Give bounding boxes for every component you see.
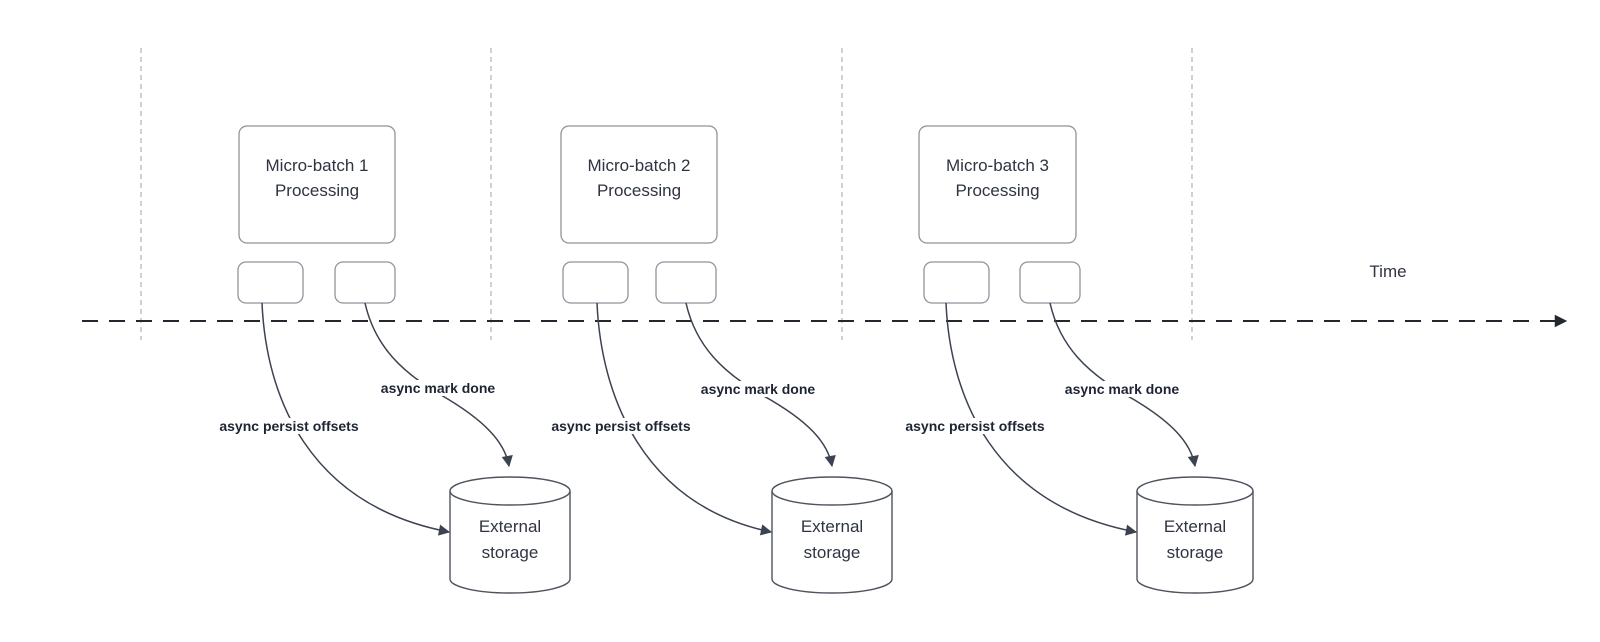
async-mark-done-label-1: async mark done [377,380,499,396]
microbatch-1-processing-box [238,125,396,244]
async-mark-done-label-2: async mark done [697,381,819,397]
microbatch-section-2 [560,125,893,594]
cylinder-top-rim-3 [1136,490,1254,506]
async-persist-offsets-label-3: async persist offsets [902,418,1048,434]
microbatch-1-done-box [334,261,396,304]
microbatch-2-label: Micro-batch 2 Processing [587,156,691,200]
async-persist-offsets-arrow-1 [261,302,451,536]
microbatch-1-offsets-box [237,261,304,304]
microbatch-3-label: Micro-batch 3 Processing [946,156,1049,200]
microbatch-3-done-box [1019,261,1081,304]
async-persist-offsets-label-2: async persist offsets [548,418,694,434]
microbatch-section-1 [237,125,571,594]
cylinder-top-rim-2 [771,490,893,506]
microbatch-2-offsets-box [562,261,629,304]
external-storage-label-1: External storage [478,517,542,562]
microbatch-3-offsets-box [923,261,990,304]
external-storage-cylinder-1 [449,476,571,594]
async-persist-offsets-label-1: async persist offsets [216,418,362,434]
external-storage-cylinder-3 [1136,476,1254,594]
cylinder-top-rim-1 [449,490,571,506]
microbatch-2-done-box [655,261,717,304]
async-mark-done-label-3: async mark done [1061,381,1183,397]
microbatch-section-3 [918,125,1254,594]
external-storage-label-3: External storage [1163,517,1227,562]
microbatch-3-processing-box [918,125,1077,244]
microbatch-1-label: Micro-batch 1 Processing [265,156,369,200]
external-storage-cylinder-2 [771,476,893,594]
external-storage-label-2: External storage [800,517,864,562]
async-persist-offsets-arrow-2 [596,302,773,536]
time-axis-label: Time [1369,262,1407,281]
microbatch-2-processing-box [560,125,718,244]
async-persist-offsets-arrow-3 [945,302,1138,536]
